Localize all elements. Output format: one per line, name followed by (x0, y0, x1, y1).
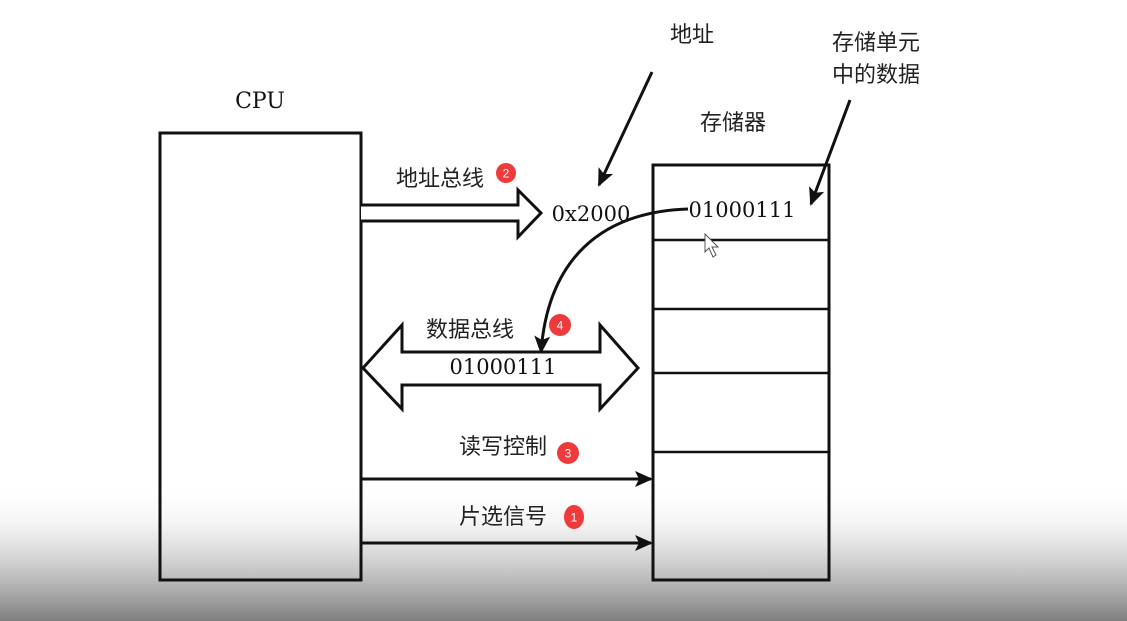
chip-select-label: 片选信号 (459, 505, 547, 530)
cpu-label: CPU (235, 89, 285, 114)
step-badge-1 (564, 505, 584, 529)
bottom-shadow-overlay (0, 480, 1127, 621)
cell-data-label-line1: 存储单元 (832, 31, 920, 56)
step-badge-1-text: 1 (571, 511, 578, 525)
data-bus-label: 数据总线 (426, 318, 514, 343)
address-value: 0x2000 (552, 202, 631, 226)
data-bus-arrow (360, 321, 641, 413)
step-badge-3-text: 3 (565, 447, 572, 461)
memory-label: 存储器 (700, 111, 766, 136)
read-write-label: 读写控制 (459, 435, 547, 460)
address-bus-arrow (361, 186, 544, 241)
step-badge-3 (557, 442, 579, 464)
mouse-cursor-icon (704, 232, 720, 258)
memory-cell-value: 01000111 (689, 198, 796, 222)
step-badge-2-text: 2 (503, 167, 510, 181)
data-bus-value: 01000111 (450, 355, 557, 379)
step-badge-4 (549, 314, 571, 336)
address-bus-label: 地址总线 (396, 167, 484, 192)
step-badge-2 (496, 163, 516, 183)
step-badge-4-text: 4 (557, 319, 564, 333)
cell-data-pointer-arrow (809, 99, 852, 206)
address-pointer-arrow (597, 71, 654, 187)
cell-data-label-line2: 中的数据 (832, 63, 920, 88)
cpu-box (158, 131, 363, 582)
memory-cell-dividers (653, 238, 829, 454)
address-label: 地址 (670, 23, 714, 48)
data-transfer-curve-arrow (534, 207, 689, 354)
